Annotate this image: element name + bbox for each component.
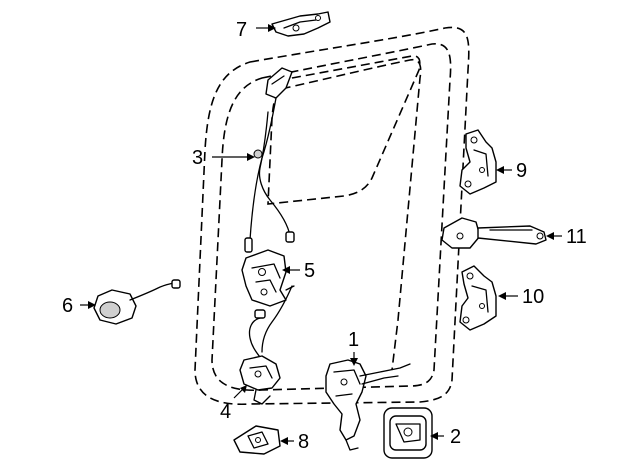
part-8-striker-bracket bbox=[233, 425, 281, 455]
part-9-upper-hinge bbox=[459, 129, 497, 195]
callout-9: 9 bbox=[516, 160, 527, 182]
callout-6: 6 bbox=[62, 295, 73, 317]
part-1-interior-handle-mechanism bbox=[325, 359, 411, 451]
part-10-lower-hinge bbox=[459, 265, 497, 331]
callout-10: 10 bbox=[522, 286, 544, 308]
part-7-upper-bracket bbox=[271, 11, 331, 37]
callout-3: 3 bbox=[192, 147, 203, 169]
part-2-handle-bezel bbox=[383, 407, 433, 459]
part-5-latch-assembly bbox=[241, 249, 295, 307]
part-4-lower-latch bbox=[239, 285, 293, 405]
callout-4: 4 bbox=[220, 401, 231, 423]
leader-lines bbox=[80, 24, 562, 445]
callout-11: 11 bbox=[566, 226, 587, 248]
callout-5: 5 bbox=[304, 260, 315, 282]
window-outline bbox=[267, 55, 421, 205]
callout-1: 1 bbox=[348, 329, 359, 351]
door-outline bbox=[194, 26, 470, 406]
callout-8: 8 bbox=[298, 431, 309, 453]
callout-2: 2 bbox=[450, 426, 461, 448]
part-6-lock-cylinder bbox=[93, 279, 181, 325]
callout-7: 7 bbox=[236, 19, 247, 41]
part-3-control-cable bbox=[244, 67, 295, 253]
part-11-door-check bbox=[441, 217, 547, 249]
